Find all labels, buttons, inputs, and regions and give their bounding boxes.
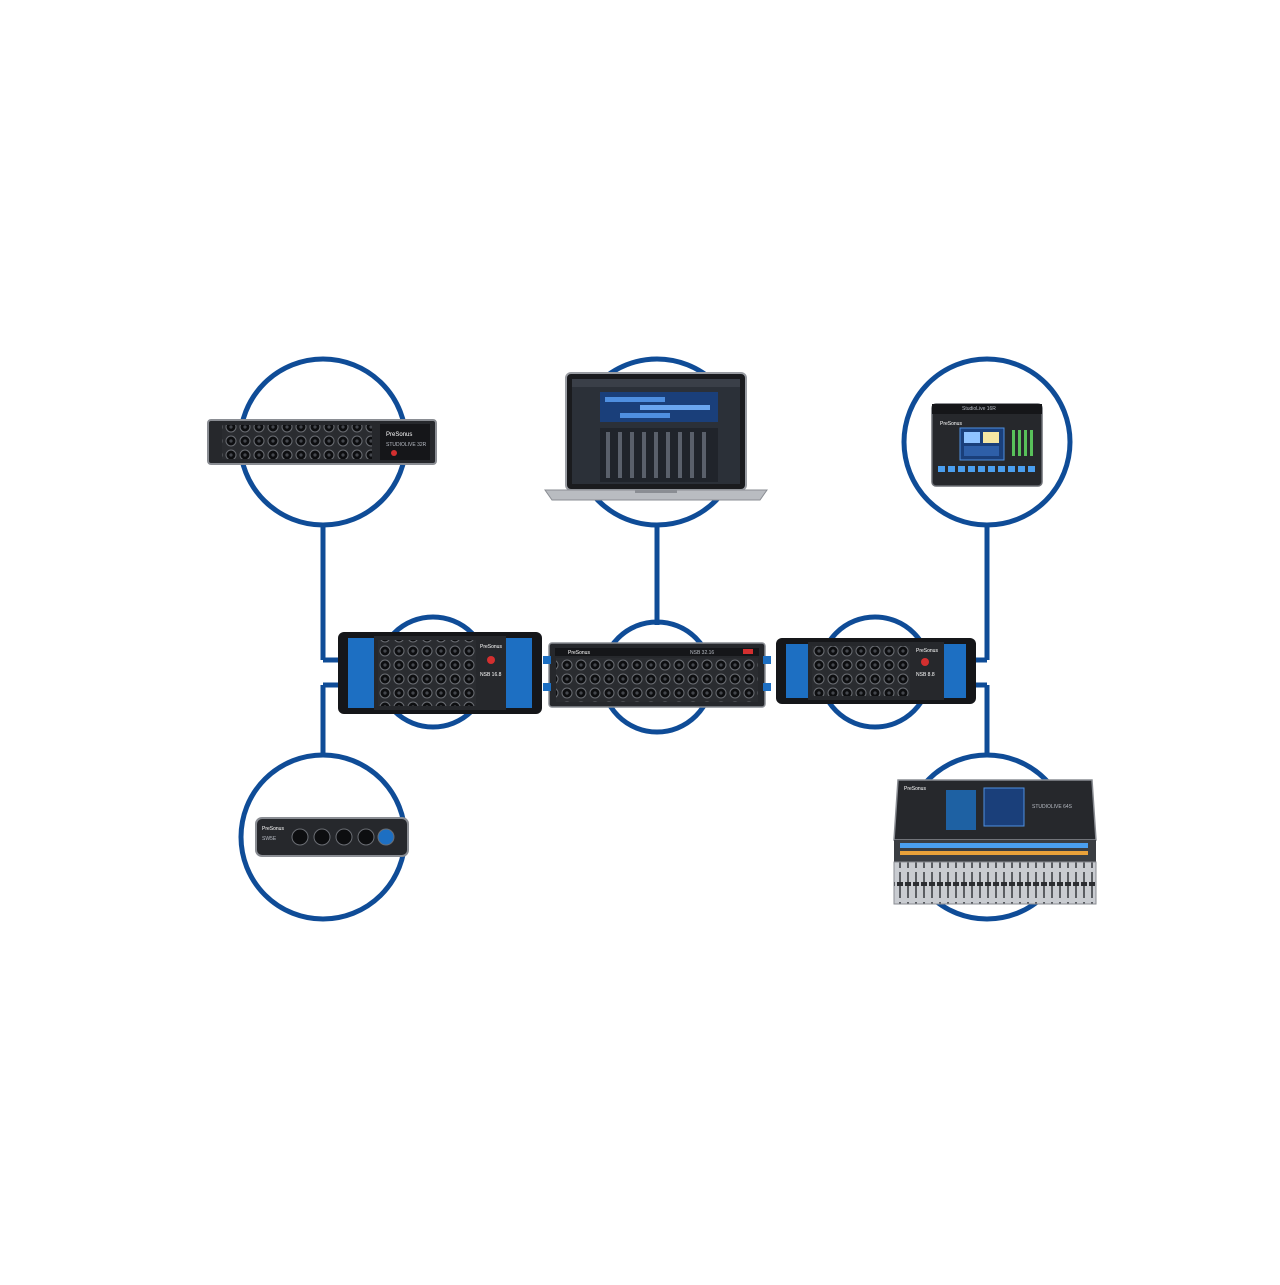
stagebox-right-device: PreSonus NSB 8.8	[776, 638, 976, 704]
mixer-model: StudioLive 16R	[962, 406, 996, 412]
stagebox-left-device: PreSonus NSB 16.8	[338, 632, 542, 714]
network-switch-device: PreSonus SW5E	[255, 817, 409, 857]
circle-mixer	[901, 356, 1073, 528]
large-console-device: STUDIOLIVE 64S PreSonus	[893, 779, 1097, 905]
sd-right-brand: PreSonus	[916, 648, 938, 654]
stagebox-rack-device: PreSonus STUDIOLIVE 32R	[207, 419, 437, 465]
sd-left-model: NSB 16.8	[480, 672, 502, 678]
link-lines	[320, 525, 990, 755]
switch-brand: PreSonus	[262, 826, 284, 832]
stagebox-model: STUDIOLIVE 32R	[386, 442, 427, 448]
sd-right-model: NSB 8.8	[916, 672, 935, 678]
switch-model: SW5E	[262, 836, 277, 842]
stagebox-brand: PreSonus	[386, 432, 412, 438]
mixer-brand: PreSonus	[940, 421, 962, 427]
sd-center-brand: PreSonus	[568, 650, 590, 656]
console-model: STUDIOLIVE 64S	[1032, 804, 1073, 810]
console-brand: PreSonus	[904, 786, 926, 792]
laptop-daw-icon	[544, 372, 768, 501]
sd-left-brand: PreSonus	[480, 644, 502, 650]
stagebox-center-device: PreSonus NSB 32.16	[543, 642, 771, 708]
sd-center-model: NSB 32.16	[690, 650, 714, 656]
compact-mixer-device: PreSonus StudioLive 16R	[931, 403, 1043, 487]
